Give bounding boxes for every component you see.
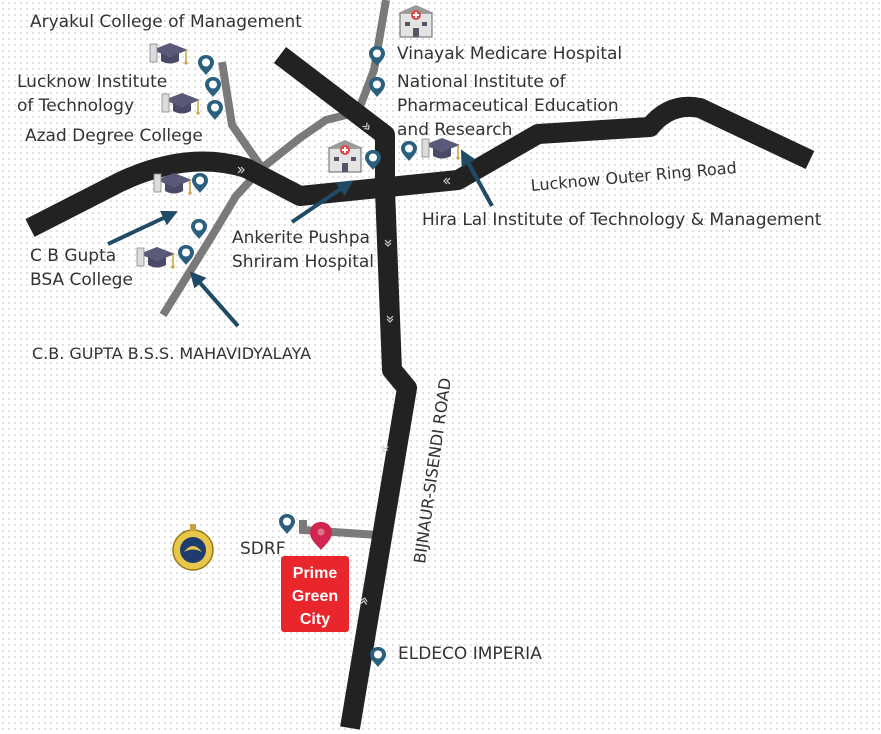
outer-ring-road [25, 96, 815, 237]
label-hira-lal-institute: Hira Lal Institute of Technology & Manag… [422, 210, 822, 230]
arrow-hiralal [460, 149, 494, 207]
arrow-cbgupta-bss [189, 271, 240, 328]
label-lucknow-institute-1: Lucknow Institute [17, 72, 168, 92]
project-location-pin-icon [310, 522, 332, 550]
minor-road-sdrf [299, 520, 379, 539]
arrow-cbgupta-bsa [107, 210, 178, 246]
location-pin-icon [370, 647, 386, 667]
label-lucknow-institute-2: of Technology [17, 96, 135, 116]
project-name-line2: Green [291, 588, 339, 605]
label-vinayak-medicare-hospital: Vinayak Medicare Hospital [397, 44, 623, 64]
location-pin-icon [369, 77, 385, 97]
bijnaur-sisendi-road [340, 189, 417, 730]
minor-road-west [159, 61, 268, 318]
label-nipe-3: and Research [397, 120, 513, 140]
location-pin-icon [191, 219, 207, 239]
graduation-cap-icon [149, 42, 189, 66]
graduation-cap-icon [161, 92, 201, 116]
label-cbgupta-2: BSA College [30, 270, 133, 290]
label-nipe-2: Pharmaceutical Education [397, 96, 619, 116]
location-pin-icon [207, 100, 223, 120]
graduation-cap-icon [136, 246, 176, 270]
location-pin-icon [401, 141, 417, 161]
label-ankerite-2: Shriram Hospital [232, 252, 375, 272]
label-cbgupta-bss: C.B. GUPTA B.S.S. MAHAVIDYALAYA [32, 344, 312, 363]
label-nipe-1: National Institute of [397, 72, 566, 92]
hospital-icon [326, 139, 364, 173]
project-name-line1: Prime [292, 565, 338, 582]
location-pin-icon [279, 514, 295, 534]
label-sdrf: SDRF [240, 539, 286, 559]
hospital-icon [397, 4, 435, 38]
sdrf-emblem-icon [172, 524, 214, 571]
project-label-box[interactable]: Prime Green City [281, 556, 349, 632]
project-name-line3: City [299, 611, 331, 628]
label-eldeco-imperia: ELDECO IMPERIA [398, 644, 542, 664]
arrow-ankerite [290, 180, 354, 224]
location-pin-icon [205, 77, 221, 97]
label-cbgupta-1: C B Gupta [30, 246, 117, 266]
label-aryakul: Aryakul College of Management [30, 12, 302, 32]
label-ankerite-1: Ankerite Pushpa [232, 228, 370, 248]
location-pin-icon [198, 55, 214, 75]
label-azad-degree-college: Azad Degree College [25, 126, 203, 146]
graduation-cap-icon [153, 172, 193, 196]
diagonal-road [273, 47, 395, 190]
location-pin-icon [192, 173, 208, 193]
